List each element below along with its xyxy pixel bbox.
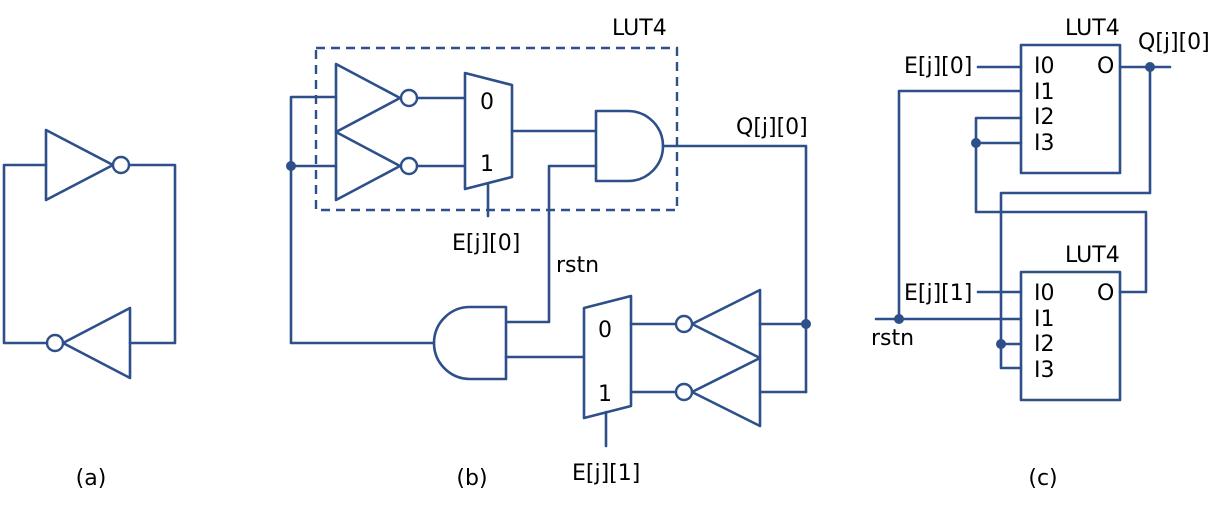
- inverter-b2: [334, 130, 402, 202]
- mux-top-in1: 1: [480, 152, 494, 177]
- mux-top-in0: 0: [480, 90, 494, 115]
- lut4-top-out: O: [1097, 54, 1114, 79]
- lut4-bottom-title: LUT4: [1065, 243, 1120, 268]
- wire-bottom-out-to-top-i2: [974, 116, 1148, 294]
- lut4-top-pin-i3: I3: [1034, 131, 1055, 156]
- panel-c: LUT4 I0 I1 I2 I3 O E[j][0] Q[j][0] LUT4 …: [871, 16, 1210, 491]
- inverter-top-bubble: [111, 155, 131, 175]
- panel-b: LUT4 0 1 E[j][0] Q[j][0] rstn 0 1: [286, 16, 811, 491]
- junction-right: [801, 319, 811, 329]
- junction-left: [286, 161, 296, 171]
- inverter-b3-bubble: [674, 314, 694, 334]
- inverter-b4-bubble: [674, 382, 694, 402]
- lut4-top-title: LUT4: [1065, 16, 1120, 41]
- junction-rstn: [894, 314, 904, 324]
- enable-top-label: E[j][0]: [452, 231, 520, 256]
- lut4-bottom-out: O: [1097, 281, 1114, 306]
- inverter-top: [44, 128, 115, 202]
- lut4-bottom-pin-i2: I2: [1034, 332, 1055, 357]
- output-label-b: Q[j][0]: [736, 115, 808, 140]
- lut4-bottom-pin-i0: I0: [1034, 281, 1055, 306]
- lut4-top-input-label: E[j][0]: [904, 54, 972, 79]
- panel-a: (a): [2, 128, 177, 491]
- loop-wire-right: [127, 163, 177, 345]
- loop-wire-left: [2, 163, 49, 345]
- inverter-b1: [334, 62, 402, 134]
- wire-output-q: [661, 144, 808, 394]
- lut4-top-pin-i1: I1: [1034, 80, 1055, 105]
- enable-bottom-label: E[j][1]: [572, 461, 640, 486]
- mux-bottom-in1: 1: [598, 382, 612, 407]
- wire-left-bus: [289, 95, 439, 345]
- caption-a: (a): [76, 466, 107, 491]
- wire-q-to-bottom-i2: [999, 65, 1152, 370]
- mux-bottom-in0: 0: [598, 318, 612, 343]
- inverter-b2-bubble: [399, 156, 419, 176]
- inverter-b4: [690, 356, 762, 428]
- reset-label-b: rstn: [556, 253, 599, 278]
- lut4-top-pin-i2: I2: [1034, 105, 1055, 130]
- mux-top: [463, 71, 514, 191]
- junction-top-i3: [971, 138, 981, 148]
- lut4-bottom-box: [1019, 270, 1122, 402]
- mux-bottom: [582, 294, 633, 420]
- caption-c: (c): [1028, 466, 1057, 491]
- lut4-top-box: [1019, 43, 1122, 175]
- inverter-bottom-bubble: [45, 333, 65, 353]
- and-gate-top: [594, 109, 665, 183]
- and-gate-bottom: [432, 305, 508, 381]
- lut4-top-pin-i0: I0: [1034, 54, 1055, 79]
- wire-rstn-to-top-i1: [897, 89, 1023, 321]
- lut4-boundary-label: LUT4: [612, 16, 667, 41]
- inverter-b1-bubble: [399, 88, 419, 108]
- lut4-bottom-pin-i3: I3: [1034, 358, 1055, 383]
- inverter-b3: [690, 288, 762, 360]
- lut4-bottom-input-label: E[j][1]: [904, 281, 972, 306]
- caption-b: (b): [456, 466, 487, 491]
- inverter-bottom: [61, 306, 132, 380]
- lut4-bottom-pin-i1: I1: [1034, 307, 1055, 332]
- lut4-boundary: [314, 46, 679, 212]
- wire-and-top-in2: [504, 164, 598, 324]
- output-label-c: Q[j][0]: [1138, 30, 1210, 55]
- reset-label-c: rstn: [871, 326, 914, 351]
